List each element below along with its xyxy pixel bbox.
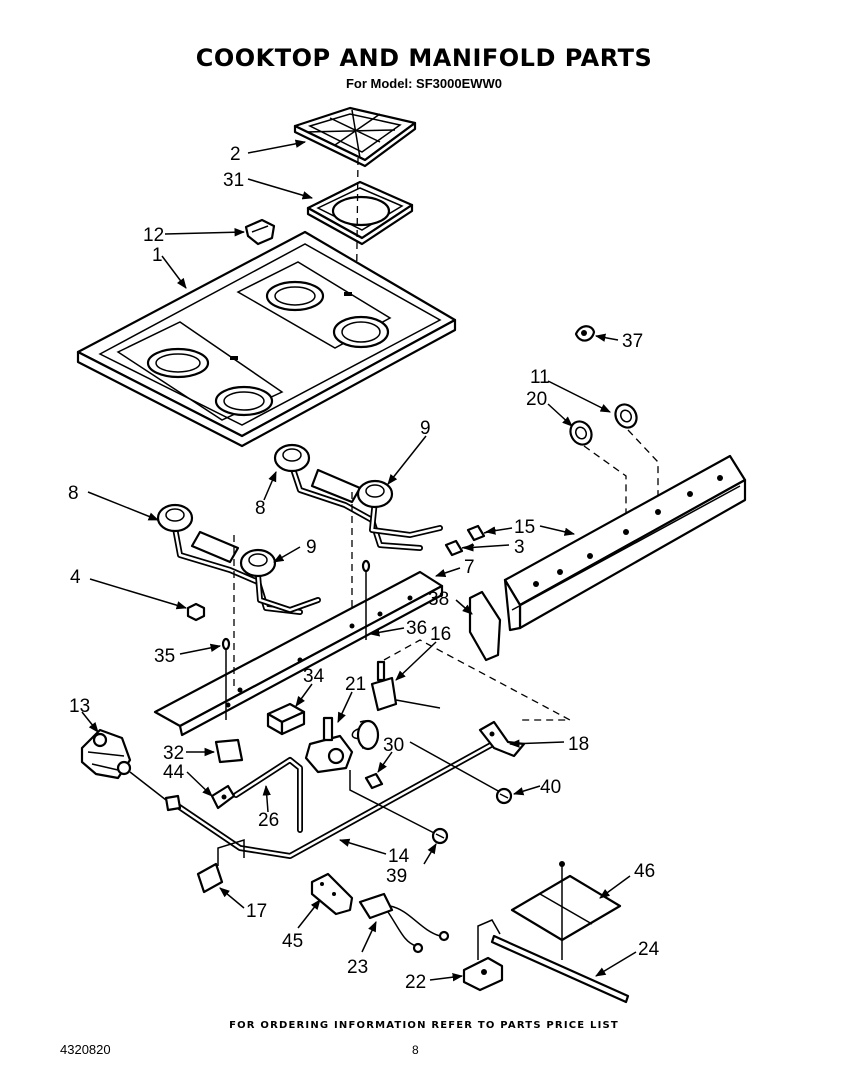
callout-37: 37 [622,331,643,352]
page-title: COOKTOP AND MANIFOLD PARTS [195,44,653,72]
fitting-30 [364,772,384,790]
callout-16: 16 [430,624,451,645]
callout-26: 26 [258,810,279,831]
callout-18: 18 [568,734,589,755]
cooktop [76,230,457,448]
callout-11: 11 [530,367,550,388]
hex-nut [186,602,206,622]
callout-38: 38 [428,589,449,610]
callout-44: 44 [163,762,185,783]
mounting-bracket-17 [196,838,245,894]
callout-45: 45 [282,931,303,952]
callout-14: 14 [388,846,410,867]
callout-8-rear: 8 [255,498,266,519]
burner-grate [293,106,417,168]
alignment-line [627,429,659,505]
callout-9-front: 9 [306,537,317,558]
leader-lines [81,139,637,982]
terminal-block [266,702,306,736]
callout-20: 20 [526,389,547,410]
thermal-sensor [462,956,504,992]
manifold-panel [503,454,747,632]
valve-cap-20 [569,420,593,446]
alignment-line [583,445,627,530]
callout-31: 31 [223,170,244,191]
burner-assembly-rear [273,443,443,551]
ordering-note: FOR ORDERING INFORMATION REFER TO PARTS … [229,1020,619,1031]
callout-7: 7 [464,557,475,578]
ignition-switch [370,660,441,712]
alignment-line [383,639,571,721]
alignment-line [355,157,359,331]
callout-2: 2 [230,144,241,165]
mounting-bracket-32 [214,738,244,764]
callout-9-rear: 9 [420,418,431,439]
callout-24: 24 [638,939,660,960]
callout-12: 12 [143,225,164,246]
callout-32: 32 [163,743,184,764]
callout-13: 13 [69,696,90,717]
model-subtitle: For Model: SF3000EWW0 [345,76,503,91]
tube-clip-44 [210,784,236,810]
callout-23: 23 [347,957,368,978]
drip-pan [306,180,414,246]
connector-line [349,770,441,837]
screw-35 [221,637,231,720]
gas-valve [304,716,354,774]
spark-igniter [310,872,354,916]
document-number: 4320820 [60,1042,111,1057]
connector-line [409,741,501,793]
pipe-bracket-18 [478,720,526,758]
connector-line [129,771,167,801]
coil-spring [351,719,380,751]
callout-39: 39 [386,866,407,887]
screw-40 [495,787,513,805]
callout-35: 35 [154,646,175,667]
cooktop-clip [244,218,276,246]
screw-36 [361,559,371,640]
callout-34: 34 [303,666,325,687]
callout-8-front: 8 [68,483,79,504]
manifold-bracket [468,590,502,662]
manifold-pipe [164,737,503,859]
callout-46: 46 [634,861,655,882]
callout-17: 17 [246,901,267,922]
callout-22: 22 [405,972,426,993]
callout-40: 40 [540,777,561,798]
callout-36: 36 [406,618,427,639]
page-number: 8 [412,1043,419,1057]
igniter-harness [358,892,450,954]
pressure-regulator [80,728,132,780]
callout-30: 30 [383,735,404,756]
knob-clip [574,325,596,342]
callout-15: 15 [514,517,535,538]
callout-1: 1 [152,245,163,266]
callout-3: 3 [514,537,525,558]
rod-24 [477,919,630,1004]
callout-4: 4 [70,567,81,588]
screw-39 [431,827,449,845]
heat-shield [510,861,622,960]
gas-tube-26 [233,757,303,833]
valve-cap-11 [614,403,638,429]
part-callouts: 2 31 12 1 37 11 20 9 8 8 15 9 3 7 4 38 3… [68,144,660,993]
burner-assembly-front [156,503,321,615]
callout-21: 21 [345,674,366,695]
orifice-fittings [444,524,497,557]
